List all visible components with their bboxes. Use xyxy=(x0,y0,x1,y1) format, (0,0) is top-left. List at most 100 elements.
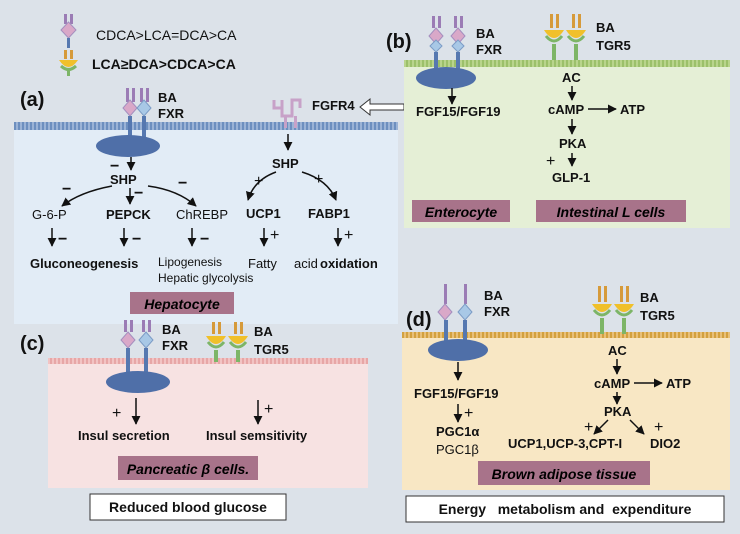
panel-b-tgr5-receptor-icon xyxy=(544,14,586,60)
panel-b-plus: + xyxy=(546,153,555,170)
shp-to-ucp1-arrow xyxy=(246,171,277,201)
footer-right-box xyxy=(405,495,725,523)
hepatocyte-cell xyxy=(14,124,398,324)
panel-c-insul-secretion: Insul secretion xyxy=(78,428,170,443)
legend-fxr-order: CDCA>LCA=DCA>CA xyxy=(96,27,237,43)
panel-d-ba-tgr5: BA xyxy=(640,290,659,305)
panel-a-acid: acid xyxy=(294,256,318,271)
panel-a-minus-6: − xyxy=(132,231,141,248)
panel-d-tgr5-receptor-icon xyxy=(592,286,634,334)
panel-b-glp1: GLP-1 xyxy=(552,170,590,185)
shp-to-chrebp-arrow xyxy=(147,185,197,207)
fxr-receptor-icon xyxy=(96,88,160,157)
panel-b-intestine: (b) BA FXR BA T xyxy=(386,14,730,228)
pka-to-dio2-arrow xyxy=(629,419,645,435)
adipose-caption: Brown adipose tissue xyxy=(492,466,637,482)
panel-b-fxr: FXR xyxy=(476,42,503,57)
hepatocyte-membrane xyxy=(14,122,398,130)
panel-a-lipogenesis: Lipogenesis xyxy=(158,255,222,269)
panel-a-oxidation: oxidation xyxy=(320,256,378,271)
lcell-caption: Intestinal L cells xyxy=(557,204,666,220)
panel-a-minus-4: − xyxy=(178,175,187,192)
hepatocyte-caption: Hepatocyte xyxy=(144,296,220,312)
enterocyte-caption-box xyxy=(412,200,510,222)
panel-b-ba-tgr5: BA xyxy=(596,20,615,35)
panel-a-ba: BA xyxy=(158,90,177,105)
panel-a-gluconeogenesis: Gluconeogenesis xyxy=(30,256,138,271)
panel-d-pgc1a: PGC1α xyxy=(436,424,479,439)
panel-d-plus-2: + xyxy=(584,419,593,436)
panel-c-insul-sensitivity: Insul semsitivity xyxy=(206,428,308,443)
footer-left: Reduced blood glucose xyxy=(109,499,267,515)
panel-a-minus-7: − xyxy=(200,231,209,248)
panel-a-fxr: FXR xyxy=(158,106,185,121)
panel-d-tgr5: TGR5 xyxy=(640,308,675,323)
panel-a-hepatic-glycolysis: Hepatic glycolysis xyxy=(158,271,253,285)
shp-to-g6p-arrow xyxy=(61,185,113,207)
panel-d-plus-3: + xyxy=(654,419,663,436)
enterocyte-membrane xyxy=(404,60,730,67)
panel-d-label: (d) xyxy=(406,309,432,331)
pancreas-caption-box xyxy=(118,456,258,480)
pka-to-ucp-arrow xyxy=(593,419,609,435)
pancreas-caption: Pancreatic β cells. xyxy=(127,461,249,477)
panel-d-fgf: FGF15/FGF19 xyxy=(414,386,499,401)
tgr5-ligand-legend-icon xyxy=(59,50,78,76)
panel-a-shp-right: SHP xyxy=(272,156,299,171)
panel-b-ba-fxr: BA xyxy=(476,26,495,41)
panel-d-adipose: (d) BA FXR BA TGR5 FGF15/FGF19 xyxy=(402,284,730,490)
panel-d-atp: ATP xyxy=(666,376,691,391)
fgfr4-receptor-icon xyxy=(272,98,302,128)
panel-b-label: (b) xyxy=(386,31,412,53)
panel-b-ac: AC xyxy=(562,70,581,85)
enterocyte-caption: Enterocyte xyxy=(425,204,498,220)
panel-a-plus-1: + xyxy=(254,173,263,190)
panel-d-pka: PKA xyxy=(604,404,632,419)
shp-to-fabp1-arrow xyxy=(301,171,338,201)
panel-c-fxr: FXR xyxy=(162,338,189,353)
panel-d-fxr: FXR xyxy=(484,304,511,319)
fxr-ligand-legend-icon xyxy=(60,14,77,48)
footer: Reduced blood glucose Energy metabolism … xyxy=(89,493,725,523)
panel-a-ucp1: UCP1 xyxy=(246,206,281,221)
panel-a-minus-3: − xyxy=(134,185,143,202)
lcell-caption-box xyxy=(536,200,686,222)
panel-c-ba-tgr5: BA xyxy=(254,324,273,339)
panel-a-plus-2: + xyxy=(314,171,323,188)
panel-b-fgf: FGF15/FGF19 xyxy=(416,104,501,119)
panel-a-plus-3: + xyxy=(270,227,279,244)
panel-c-plus-1: + xyxy=(112,405,121,422)
panel-a-minus-2: − xyxy=(62,181,71,198)
panel-a-g6p: G-6-P xyxy=(32,207,67,222)
panel-c-plus-2: + xyxy=(264,401,273,418)
panel-d-pgc1b: PGC1β xyxy=(436,442,479,457)
panel-b-pka: PKA xyxy=(559,136,587,151)
panel-c-fxr-receptor-icon xyxy=(106,320,170,393)
fgf-to-fgfr4-arrow xyxy=(359,97,405,117)
panel-a-fabp1: FABP1 xyxy=(308,206,350,221)
panel-d-dio2: DIO2 xyxy=(650,436,680,451)
hepatocyte-caption-box xyxy=(130,292,234,314)
panel-c-tgr5: TGR5 xyxy=(254,342,289,357)
panel-d-camp: cAMP xyxy=(594,376,630,391)
panel-c-ba-fxr: BA xyxy=(162,322,181,337)
panel-b-camp: cAMP xyxy=(548,102,584,117)
panel-a-fgfr4: FGFR4 xyxy=(312,98,355,113)
adipose-caption-box xyxy=(478,461,650,485)
footer-right: Energy metabolism and expenditure xyxy=(439,501,692,517)
panel-b-tgr5: TGR5 xyxy=(596,38,631,53)
pancreas-membrane xyxy=(48,358,368,364)
panel-a-chrebp: ChREBP xyxy=(176,207,228,222)
panel-c-pancreas: (c) BA FXR BA TGR5 xyxy=(20,320,368,488)
panel-a-minus-1: − xyxy=(110,158,119,175)
panel-a-hepatocyte: (a) BA FXR FGFR4 − SHP − xyxy=(14,88,405,324)
panel-a-fatty: Fatty xyxy=(248,256,277,271)
panel-a-shp-left: SHP xyxy=(110,172,137,187)
panel-b-fxr-receptor-icon xyxy=(416,16,476,89)
panel-d-ac: AC xyxy=(608,343,627,358)
adipose-membrane xyxy=(402,332,730,338)
footer-left-box xyxy=(89,493,287,521)
panel-d-fxr-receptor-icon xyxy=(428,284,488,361)
panel-a-label: (a) xyxy=(20,89,44,111)
